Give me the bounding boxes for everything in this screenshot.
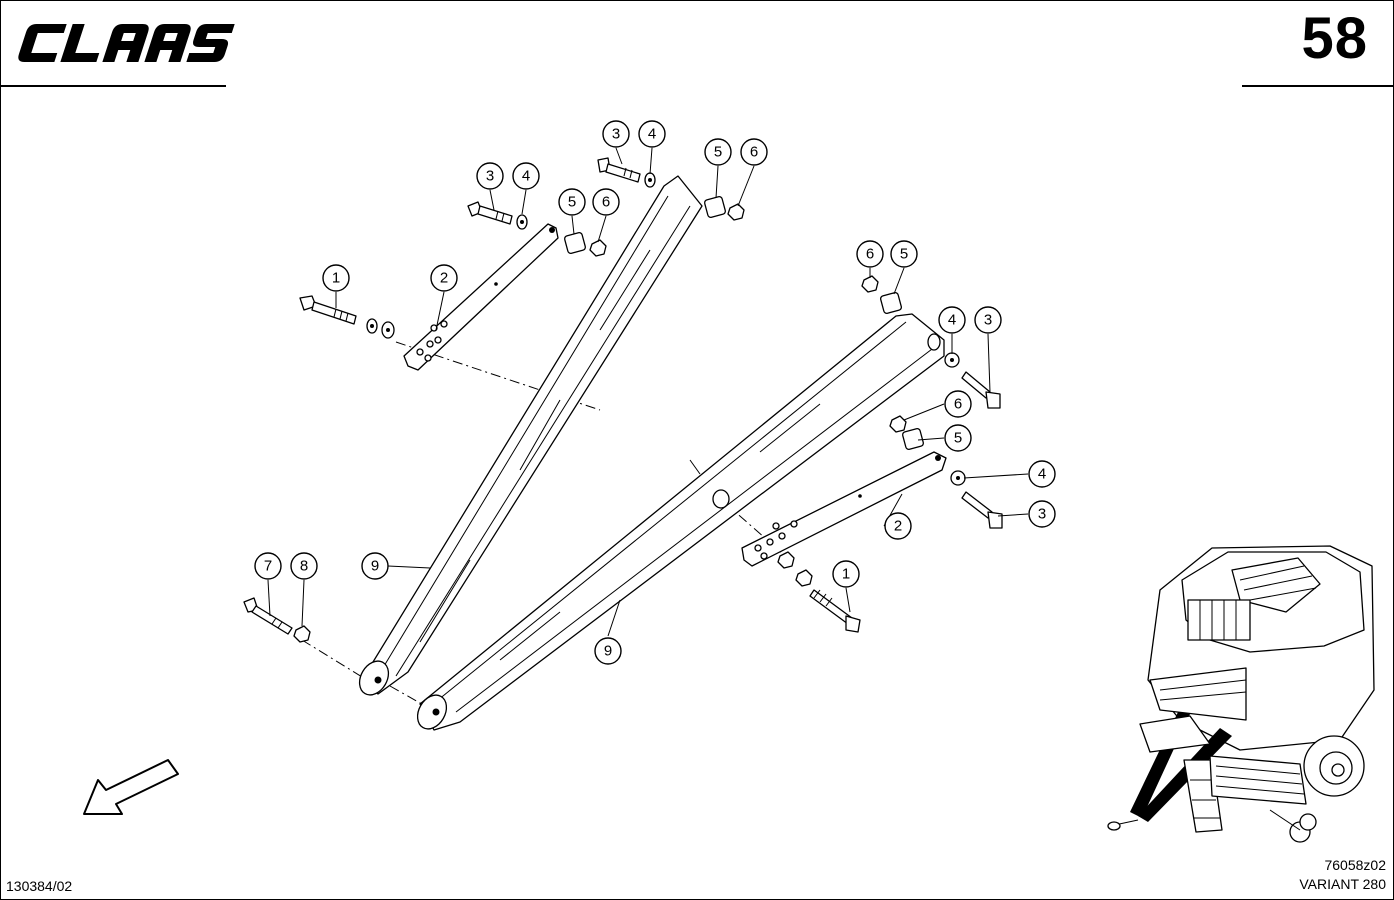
svg-text:6: 6 bbox=[866, 246, 874, 263]
bolt-1-left bbox=[299, 295, 357, 325]
callout-3-c: 3 bbox=[974, 306, 1002, 334]
callout-5-b: 5 bbox=[704, 138, 732, 166]
callout-6-c: 6 bbox=[856, 240, 884, 268]
svg-text:9: 9 bbox=[604, 643, 612, 660]
claas-logo bbox=[18, 24, 235, 62]
svg-text:5: 5 bbox=[900, 246, 908, 263]
figure-reference: 76058z02 bbox=[1324, 857, 1386, 873]
bolt-3-b bbox=[597, 157, 641, 183]
direction-arrow-icon bbox=[83, 759, 179, 815]
bolt-7 bbox=[243, 597, 293, 635]
arm-left bbox=[358, 175, 703, 696]
callout-3-d: 3 bbox=[1028, 500, 1056, 528]
svg-text:3: 3 bbox=[984, 312, 992, 329]
svg-text:2: 2 bbox=[440, 270, 448, 287]
arm-right bbox=[416, 313, 945, 731]
svg-text:3: 3 bbox=[612, 126, 620, 143]
callout-7: 7 bbox=[254, 552, 282, 580]
callout-4-c: 4 bbox=[938, 306, 966, 334]
svg-text:6: 6 bbox=[602, 194, 610, 211]
svg-text:4: 4 bbox=[1038, 466, 1046, 483]
bushings bbox=[564, 196, 924, 450]
svg-text:4: 4 bbox=[948, 312, 956, 329]
callout-8: 8 bbox=[290, 552, 318, 580]
bolt-3-a bbox=[467, 201, 513, 225]
callout-9-left: 9 bbox=[361, 552, 389, 580]
callout-6-d: 6 bbox=[944, 390, 972, 418]
svg-text:5: 5 bbox=[568, 194, 576, 211]
svg-text:4: 4 bbox=[522, 168, 530, 185]
svg-text:1: 1 bbox=[842, 566, 850, 583]
bolt-1-right bbox=[809, 589, 861, 633]
svg-text:4: 4 bbox=[648, 126, 656, 143]
callout-1-left: 1 bbox=[322, 264, 350, 292]
figure-reference-block: 76058z02 VARIANT 280 bbox=[1299, 856, 1386, 894]
callout-9-right: 9 bbox=[594, 637, 622, 665]
svg-text:9: 9 bbox=[371, 558, 379, 575]
callout-4-a: 4 bbox=[512, 162, 540, 190]
callout-3-a: 3 bbox=[476, 162, 504, 190]
svg-text:5: 5 bbox=[714, 144, 722, 161]
document-reference: 130384/02 bbox=[6, 878, 73, 894]
callout-5-c: 5 bbox=[890, 240, 918, 268]
svg-text:7: 7 bbox=[264, 558, 272, 575]
callout-3-b: 3 bbox=[602, 120, 630, 148]
washers bbox=[366, 172, 966, 486]
model-name: VARIANT 280 bbox=[1299, 876, 1386, 892]
callout-2-right: 2 bbox=[884, 512, 912, 540]
svg-text:5: 5 bbox=[954, 430, 962, 447]
header-rule-right bbox=[1242, 85, 1394, 87]
callout-2-left: 2 bbox=[430, 264, 458, 292]
svg-text:8: 8 bbox=[300, 558, 308, 575]
svg-text:3: 3 bbox=[486, 168, 494, 185]
svg-text:6: 6 bbox=[750, 144, 758, 161]
callout-1-right: 1 bbox=[832, 560, 860, 588]
callout-4-d: 4 bbox=[1028, 460, 1056, 488]
callout-6-a: 6 bbox=[592, 188, 620, 216]
strap-lower-right bbox=[741, 451, 947, 567]
svg-text:3: 3 bbox=[1038, 506, 1046, 523]
callout-6-b: 6 bbox=[740, 138, 768, 166]
baler-thumbnail bbox=[1107, 545, 1375, 843]
callout-5-d: 5 bbox=[944, 424, 972, 452]
nuts bbox=[293, 203, 907, 643]
strap-upper-left bbox=[403, 223, 559, 371]
bolt-3-c bbox=[961, 371, 1001, 409]
callout-5-a: 5 bbox=[558, 188, 586, 216]
svg-text:6: 6 bbox=[954, 396, 962, 413]
page-number: 58 bbox=[1301, 6, 1368, 71]
header-rule-left bbox=[0, 85, 226, 87]
bolt-3-d bbox=[961, 491, 1003, 529]
svg-text:2: 2 bbox=[894, 518, 902, 535]
callout-4-b: 4 bbox=[638, 120, 666, 148]
svg-text:1: 1 bbox=[332, 270, 340, 287]
